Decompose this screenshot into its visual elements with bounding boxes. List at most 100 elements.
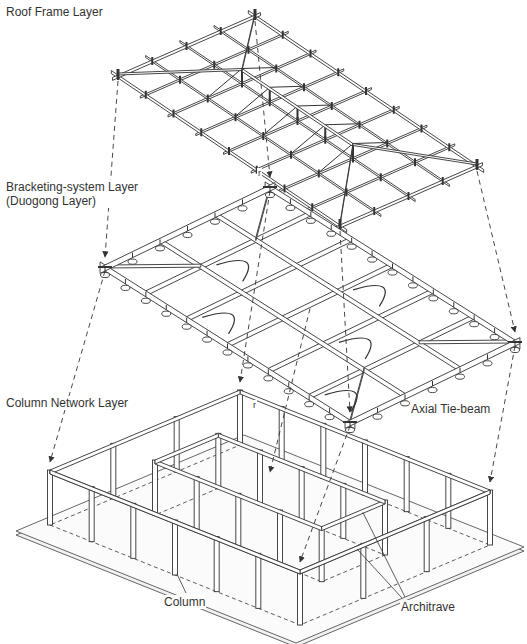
column [383,500,388,555]
bracket-block [101,272,110,277]
leader-line [363,512,405,597]
post-stub [331,102,333,110]
bracket-stem [460,368,461,373]
post-stub [442,177,444,185]
bracket-block [470,322,479,327]
truss-strut [208,69,242,98]
bracket-block [211,219,220,224]
bracket-block [346,427,355,432]
beam [214,26,449,187]
column [488,490,493,545]
roof-frame [111,9,483,233]
beam [322,500,385,531]
post-stub [380,173,382,181]
truss-strut [263,106,297,135]
truss-strut [325,124,359,125]
beam [251,106,399,173]
post-stub [262,132,264,140]
beam [345,338,520,429]
beam [248,11,483,173]
curved-member [353,286,385,307]
bracket-block [401,401,410,406]
bracket-block [456,374,465,379]
bracket-block [368,257,377,262]
column [173,520,178,575]
beam [155,460,322,531]
bracket-block [162,311,171,316]
post-stub [373,207,375,215]
column [111,443,116,498]
post-stub [145,91,147,99]
beam [180,41,415,202]
part-label: Roof Frame Layer [5,5,104,19]
post-stub [303,83,305,91]
column [89,487,94,542]
bracket-stem [494,328,495,333]
bracket-block [264,376,273,381]
bracket-stem [392,264,393,269]
bracket-block [183,232,192,237]
column [424,517,429,572]
post-stub [311,203,313,211]
bracket-stem [125,279,126,284]
post-stub [275,65,277,73]
bracket-block [306,218,315,223]
bracket-stem [405,394,406,399]
dashed-arrow [105,81,118,257]
post-stub [282,31,284,39]
part-label: Column [163,595,206,609]
bracket-stem [412,276,413,281]
post-stub [186,42,188,50]
post-stub [365,87,367,95]
column [236,493,241,548]
column [256,553,261,608]
bracket-block [141,298,150,303]
post-stub [310,50,312,58]
beam [218,433,385,504]
bracket-stem [166,305,167,310]
corner-bracket [98,266,112,268]
base-platform [16,435,524,643]
column [404,457,409,512]
bracket-block [156,246,165,251]
bracket-block [449,309,458,314]
corner-post [339,219,342,229]
post-stub [448,143,450,151]
corner-post [254,9,257,19]
truss-strut [319,144,353,173]
post-stub [200,128,202,136]
part-label: Bracketing-system Layer (Duogong Layer) [5,180,155,208]
post-stub [414,158,416,166]
dashed-arrow [490,346,515,482]
bracket-stem [288,382,289,387]
curved-member [339,338,371,359]
bracket-stem [290,199,291,204]
post-stub [290,151,292,159]
column [319,527,324,582]
bracket-stem [187,226,188,231]
beam [50,470,300,574]
dashed-arrow [270,309,310,473]
bracket-block [128,259,137,264]
bracket-stem [453,302,454,307]
part-label: Axial Tie-beam [410,402,491,416]
bracket-block [243,363,252,368]
beam [118,69,242,76]
beam [300,490,490,574]
column [153,460,158,515]
bracket-block [429,296,438,301]
post-stub [318,170,320,178]
beam [300,490,490,574]
part-label: Column Network Layer [5,396,129,410]
part-label: r [257,168,262,179]
corner-post [476,159,479,169]
column [446,473,451,528]
bracket-block [373,414,382,419]
bracket-stem [247,356,248,361]
post-stub [151,57,153,65]
bracket-stem [242,199,243,204]
beam [215,212,460,372]
dashed-arrow [240,191,270,382]
bracket-block [490,334,499,339]
column [298,570,303,625]
